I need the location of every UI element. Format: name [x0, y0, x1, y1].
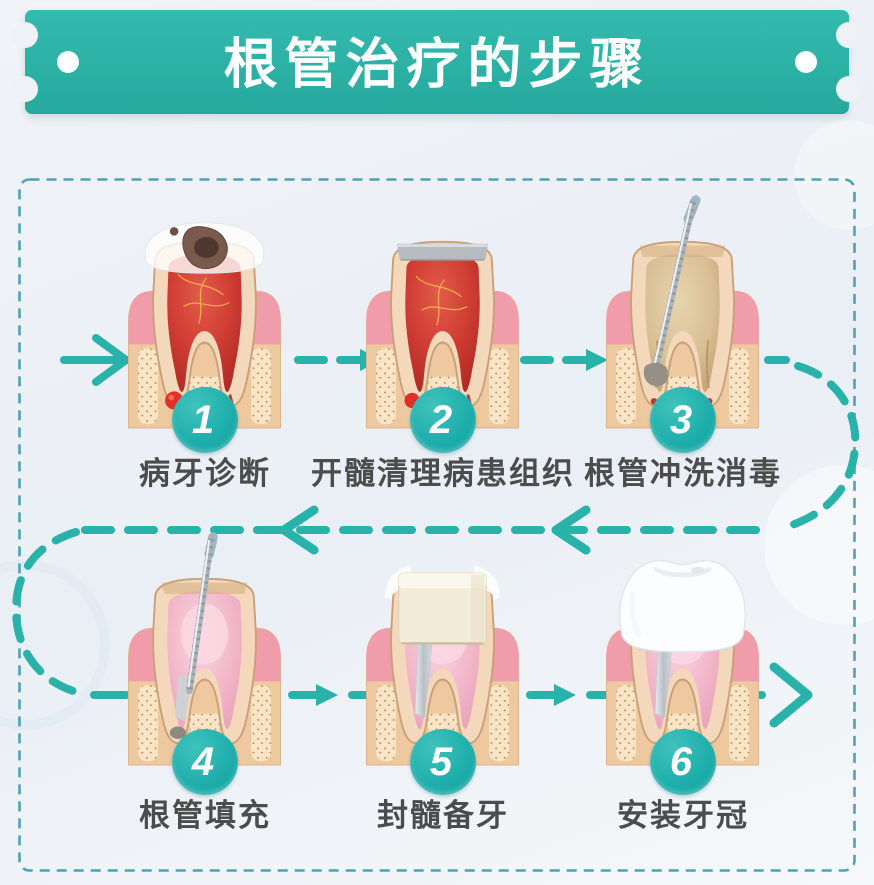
banner-notch: [12, 76, 38, 102]
step-label: 病牙诊断: [139, 456, 271, 491]
banner-dot-icon: [57, 51, 79, 73]
step-number-badge: 2: [410, 387, 476, 453]
step-number: 3: [669, 398, 693, 442]
step-number-badge: 4: [172, 729, 238, 795]
root-canal-file-icon: [185, 532, 218, 695]
arrow-step2-to-step3: [520, 349, 608, 371]
step-number: 4: [191, 740, 215, 784]
banner-dot-icon: [795, 51, 817, 73]
step-label: 开髓清理病患组织: [311, 456, 575, 491]
banner-notch: [836, 76, 862, 102]
step-number: 5: [429, 740, 453, 784]
page-title: 根管治疗的步骤: [223, 34, 651, 95]
tooth-illustration-filling: [128, 532, 281, 766]
step-number: 6: [669, 740, 693, 784]
tooth-illustration-crown: [606, 559, 759, 766]
step-number-badge: 6: [650, 729, 716, 795]
arrow-curve-right: [764, 356, 860, 531]
tooth-illustration-sealed: [366, 565, 519, 766]
step-label: 根管填充: [139, 798, 271, 833]
step-number-badge: 1: [172, 387, 238, 453]
arrow-curve-left: [12, 528, 130, 699]
step-number: 2: [429, 398, 453, 442]
step-label: 封髓备牙: [377, 798, 509, 833]
dental-crown-icon: [619, 559, 746, 653]
step-label: 安装牙冠: [617, 798, 749, 833]
step-number: 1: [191, 398, 215, 442]
banner-notch: [12, 22, 38, 48]
dashed-frame: [18, 178, 856, 872]
banner-notch: [836, 22, 862, 48]
root-canal-file-icon: [643, 195, 701, 387]
pulp-sealing-block: [398, 572, 487, 645]
step-number-badge: 3: [650, 387, 716, 453]
step-number-badge: 5: [410, 729, 476, 795]
title-banner: 根管治疗的步骤: [12, 10, 862, 114]
step-label: 根管冲洗消毒: [584, 456, 782, 491]
arrow-return-line: [74, 505, 760, 555]
